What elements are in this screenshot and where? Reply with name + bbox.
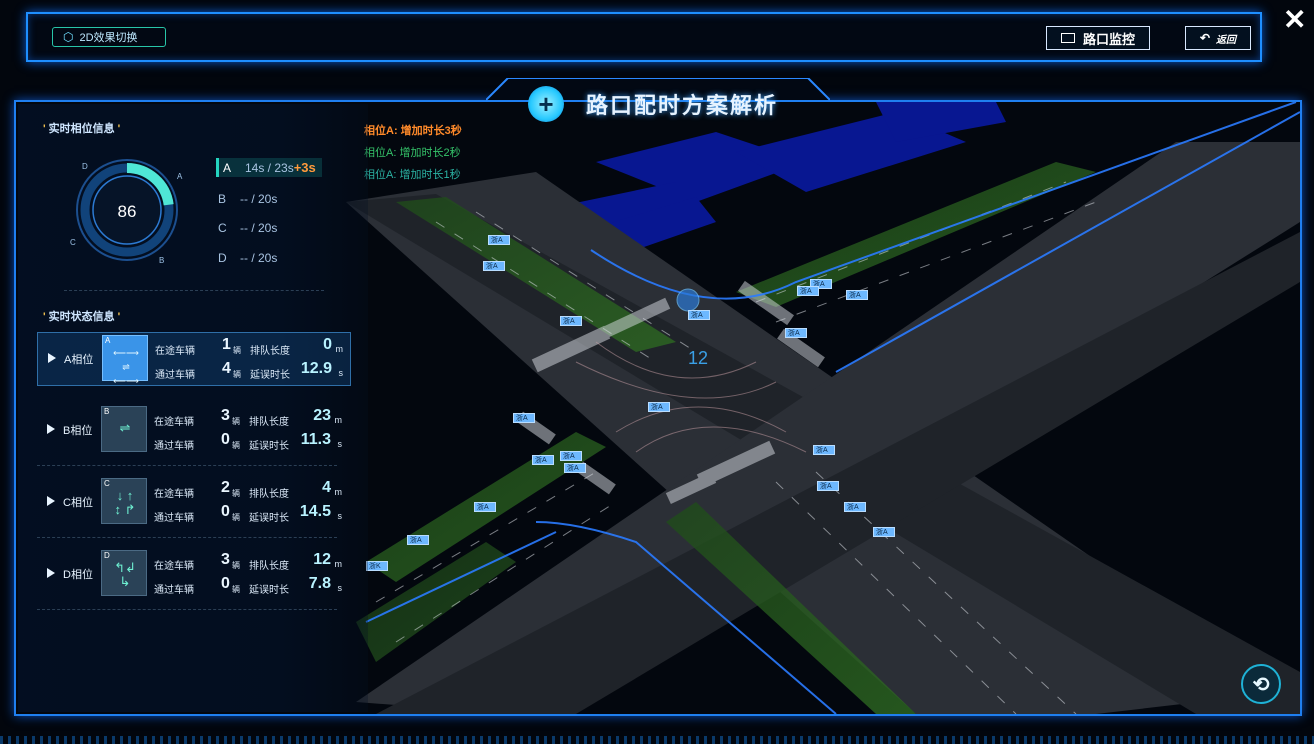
onroad-count: 3 xyxy=(221,407,230,424)
back-label: 返回 xyxy=(1216,34,1237,46)
vehicle-tag[interactable]: 浙A xyxy=(688,310,710,320)
title-tab xyxy=(486,78,830,101)
vehicle-tag[interactable]: 浙A xyxy=(560,451,582,461)
ring-label-a: A xyxy=(177,172,183,181)
passed-count: 4 xyxy=(222,360,231,377)
delay-time: 7.8 xyxy=(308,575,331,592)
queue-length: 4 xyxy=(322,479,331,496)
divider xyxy=(64,290,324,291)
phase-status-row-a[interactable]: A相位 A ⟵⟶ ⇌ ⟵⟶ 在途车辆 通过车辆 1 4 辆 辆 排队长度 延误时… xyxy=(37,332,351,386)
vehicle-tag[interactable]: 浙A xyxy=(560,316,582,326)
map-canvas xyxy=(16,102,1300,714)
phase-status-row-d[interactable]: D相位 D ↰↲ ↳ 在途车辆 通过车辆 3 0 辆 辆 排队长度 延误时长 1… xyxy=(37,548,349,600)
vehicle-tag[interactable]: 浙A xyxy=(474,502,496,512)
ring-label-d: D xyxy=(82,162,88,171)
intersection-id-label: 12 xyxy=(688,348,709,368)
play-icon xyxy=(47,568,55,578)
vehicle-tag[interactable]: 浙A xyxy=(483,261,505,271)
phase-timer-d[interactable]: D-- / 20s xyxy=(218,251,278,265)
phase-name: B相位 xyxy=(63,425,93,437)
vehicle-tag[interactable]: 浙A xyxy=(810,279,832,289)
delay-time: 14.5 xyxy=(299,503,331,520)
phase-timer-b[interactable]: B-- / 20s xyxy=(218,192,278,206)
onroad-count: 1 xyxy=(222,336,231,353)
back-button[interactable]: ↶ 返回 xyxy=(1185,26,1251,50)
vehicle-tag[interactable]: 浙A xyxy=(844,502,866,512)
ring-label-c: C xyxy=(70,238,76,247)
vehicle-tag[interactable]: 浙A xyxy=(817,481,839,491)
divider xyxy=(37,465,337,466)
phase-arrows-icon: ↰↲ ↳ xyxy=(114,560,136,589)
divider xyxy=(37,609,337,610)
status-info-title: '实时状态信息' xyxy=(43,311,121,323)
phase-name: C相位 xyxy=(63,497,93,509)
phase-status-row-b[interactable]: B相位 B ⇌ 在途车辆 通过车辆 3 0 辆 辆 排队长度 延误时长 23 1… xyxy=(37,404,349,456)
main-frame xyxy=(14,100,1302,716)
delay-time: 11.3 xyxy=(300,431,331,448)
toggle-2d-label: 2D效果切换 xyxy=(79,32,138,44)
monitor-icon xyxy=(1060,33,1075,43)
vehicle-tag[interactable]: 浙A xyxy=(873,527,895,537)
passed-count: 0 xyxy=(221,503,230,520)
vehicle-tag[interactable]: 浙A xyxy=(407,535,429,545)
phase-arrows-icon: ↓ ↑ ↕ ↱ xyxy=(114,488,136,517)
phase-diagram-thumbnail: B ⇌ xyxy=(101,406,147,452)
ring-value: 86 xyxy=(118,202,137,221)
phase-diagram-thumbnail: C ↓ ↑ ↕ ↱ xyxy=(101,478,147,524)
phase-diagram-thumbnail: D ↰↲ ↳ xyxy=(101,550,147,596)
vehicle-tag[interactable]: 浙A xyxy=(488,235,510,245)
timing-adjust-legend: 相位A: 增加时长3秒 相位A: 增加时长2秒 相位A: 增加时长1秒 xyxy=(364,120,462,186)
delay-time: 12.9 xyxy=(300,360,332,377)
onroad-count: 3 xyxy=(221,551,230,568)
divider xyxy=(37,537,337,538)
buildings xyxy=(556,102,1006,262)
phase-status-row-c[interactable]: C相位 C ↓ ↑ ↕ ↱ 在途车辆 通过车辆 2 0 辆 辆 排队长度 延误时… xyxy=(37,476,349,528)
queue-length: 23 xyxy=(313,407,331,424)
queue-length: 0 xyxy=(323,336,332,353)
vehicle-tag[interactable]: 浙A xyxy=(648,402,670,412)
legend-item: 相位A: 增加时长1秒 xyxy=(364,169,461,181)
play-icon xyxy=(47,496,55,506)
passed-count: 0 xyxy=(221,575,230,592)
vehicle-tag[interactable]: 浙A xyxy=(564,463,586,473)
vehicle-tag[interactable]: 浙A xyxy=(785,328,807,338)
legend-item: 相位A: 增加时长3秒 xyxy=(364,125,462,137)
phase-info-title: '实时相位信息' xyxy=(43,123,121,135)
passed-count: 0 xyxy=(221,431,230,448)
close-icon[interactable]: ✕ xyxy=(1283,4,1307,35)
page-title: 路口配时方案解析 xyxy=(586,93,779,118)
intersection-monitor-button[interactable]: 路口监控 xyxy=(1046,26,1150,50)
vehicle-tag[interactable]: 浙A xyxy=(532,455,554,465)
play-icon xyxy=(48,353,56,363)
vehicle-tag[interactable]: 浙A xyxy=(846,290,868,300)
phase-name: A相位 xyxy=(64,354,94,366)
phase-diagram-thumbnail: A ⟵⟶ ⇌ ⟵⟶ xyxy=(102,335,148,386)
queue-length: 12 xyxy=(313,551,331,568)
vehicle-tag[interactable]: 浙A xyxy=(813,445,835,455)
phase-timer-c[interactable]: C-- / 20s xyxy=(218,221,278,235)
play-icon xyxy=(47,424,55,434)
vehicle-tag[interactable]: 浙A xyxy=(513,413,535,423)
phase-arrows-icon: ⇌ xyxy=(119,420,131,435)
onroad-count: 2 xyxy=(221,479,230,496)
cube-icon: ⬡ xyxy=(63,30,74,44)
return-arrow-icon: ↶ xyxy=(1199,31,1211,45)
top-bar: ⬡ 2D效果切换 路口监控 ↶ 返回 xyxy=(26,12,1262,62)
monitor-label: 路口监控 xyxy=(1082,31,1135,47)
toggle-2d-button[interactable]: ⬡ 2D效果切换 xyxy=(52,27,166,47)
bottom-decoration xyxy=(0,736,1314,744)
reset-view-icon[interactable]: ⟲ xyxy=(1241,664,1281,704)
phase-ring-gauge: 86 D A C B xyxy=(70,159,183,265)
legend-item: 相位A: 增加时长2秒 xyxy=(364,147,461,159)
plus-circle-icon: + xyxy=(528,86,564,122)
phase-arrows-icon: ⟵⟶ ⇌ ⟵⟶ xyxy=(113,348,139,386)
vehicle-tag[interactable]: 浙A xyxy=(797,286,819,296)
ring-label-b: B xyxy=(159,256,164,265)
intersection-3d-map[interactable] xyxy=(16,102,1300,714)
phase-name: D相位 xyxy=(63,569,93,581)
